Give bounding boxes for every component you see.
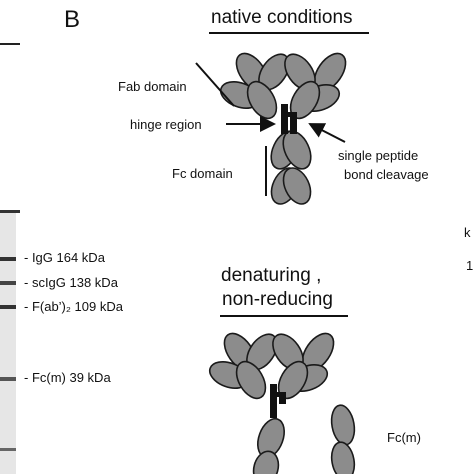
right-edge-fragment-k: k	[464, 225, 471, 240]
native-fc-ch2-right	[282, 130, 312, 170]
fcm-ch3	[330, 441, 356, 474]
gel-strip	[0, 0, 20, 474]
native-hinge	[281, 104, 297, 134]
lane-label-fab2: - F(ab’)₂ 109 kDa	[24, 299, 123, 314]
native-antibody	[219, 52, 347, 205]
denaturing-title-line2: non-reducing	[222, 289, 333, 310]
denat-fc-ch3-attached	[252, 450, 280, 474]
panel-letter: B	[64, 6, 81, 33]
gel-band-bottom	[0, 448, 16, 451]
fcm-label: Fc(m)	[387, 430, 421, 445]
gel-lane-background	[0, 210, 16, 474]
denaturing-title-underline	[220, 315, 348, 317]
hinge-region-label: hinge region	[130, 117, 202, 132]
denatured-hinge	[270, 384, 286, 418]
native-fc-ch3-right	[282, 167, 312, 205]
native-title-underline	[209, 32, 369, 34]
lane-label-fcm: - Fc(m) 39 kDa	[24, 370, 111, 385]
cleavage-pointer-arrow	[308, 123, 346, 143]
denatured-antibody	[208, 332, 356, 474]
cleavage-label-line1: single peptide	[338, 148, 419, 163]
cleavage-label-line2: bond cleavage	[344, 167, 429, 182]
denat-fab-left-inner-light	[235, 360, 267, 400]
fcm-ch2	[330, 404, 356, 446]
fc-domain-label: Fc domain	[172, 166, 233, 181]
native-pointers	[195, 62, 346, 196]
gel-top-marker	[0, 43, 20, 45]
gel-band-fab2	[0, 305, 16, 309]
fab-pointer-line	[195, 62, 235, 107]
denaturing-title-line1: denaturing ,	[221, 265, 322, 286]
fab-domain-label: Fab domain	[118, 79, 187, 94]
gel-top-edge	[0, 210, 20, 213]
lane-label-igg: - IgG 164 kDa	[24, 250, 105, 265]
right-edge-fragment-1: 1	[466, 258, 474, 273]
gel-band-scigg	[0, 281, 16, 285]
native-conditions-title: native conditions	[211, 7, 353, 28]
gel-band-igg	[0, 257, 16, 261]
lane-label-scigg: - scIgG 138 kDa	[24, 275, 118, 290]
gel-band-fcm	[0, 377, 16, 381]
